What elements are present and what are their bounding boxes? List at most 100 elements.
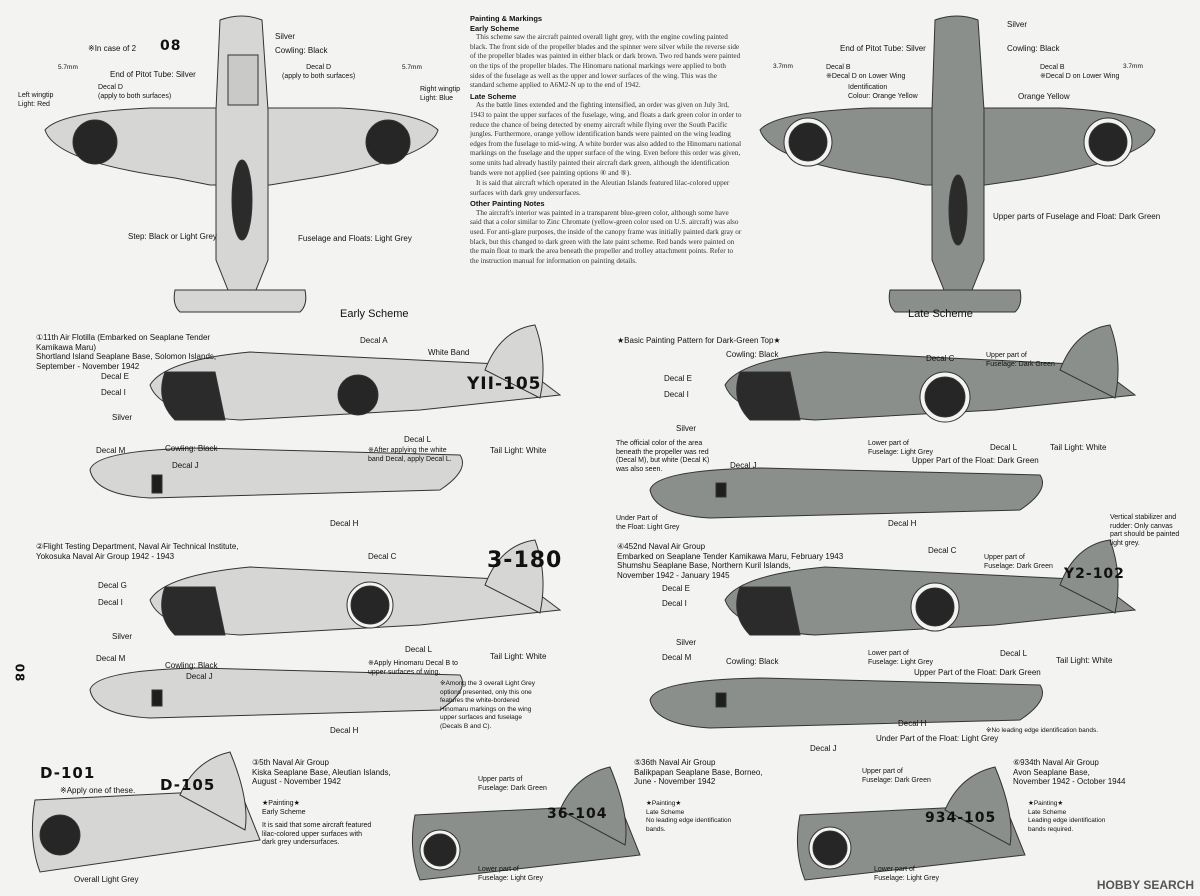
label-decal-d-left: Decal D (apply to both surfaces): [98, 84, 172, 100]
p1-tail-light: Tail Light: White: [490, 446, 547, 455]
p2-silver: Silver: [112, 632, 133, 641]
p7-lower: Lower part of Fuselage: Light Grey: [874, 866, 939, 882]
p6-painting: ★Painting★ Late Scheme No leading edge i…: [646, 800, 732, 833]
label-cowling-late: Cowling: Black: [1007, 44, 1060, 53]
label-decal-b-left: Decal B ※Decal D on Lower Wing: [826, 64, 906, 80]
dim-late-right: 3.7mm: [1123, 63, 1143, 70]
p2-decal-c: Decal C: [368, 552, 397, 561]
p1-decal-h: Decal H: [330, 519, 359, 528]
plan-view-early: [44, 15, 439, 313]
p2-among-note: ※Among the 3 overall Light Grey options …: [440, 680, 536, 730]
label-silver-early: Silver: [275, 32, 296, 41]
p3-cowling: Cowling: Black: [726, 350, 779, 359]
case-code: 08: [160, 38, 182, 54]
profile6-header: ⑤36th Naval Air Group Balikpapan Seaplan…: [634, 758, 763, 786]
p3-lower: Lower part of Fuselage: Light Grey: [868, 440, 933, 456]
label-left-wingtip: Left wingtip Light: Red: [18, 92, 54, 108]
p4-decal-m: Decal M: [662, 653, 692, 662]
p3-decal-l: Decal L: [990, 443, 1018, 452]
p2-apply-note: ※Apply Hinomaru Decal B to upper surface…: [368, 660, 458, 676]
p4-silver: Silver: [676, 638, 697, 647]
late-fuselage: [931, 15, 985, 301]
profile1-code: YII-105: [467, 374, 542, 394]
p1-decal-j: Decal J: [172, 461, 199, 470]
early-float-bar: [231, 159, 253, 241]
p5-overall: Overall Light Grey: [74, 875, 139, 884]
late-hinomaru-right-inner: [1088, 122, 1128, 162]
p1-after-note: ※After applying the white band Decal, ap…: [368, 447, 452, 463]
case-note: ※In case of 2: [88, 44, 137, 53]
notes-early-heading: Early Scheme: [470, 23, 520, 33]
label-cowling-early: Cowling: Black: [275, 46, 328, 55]
notes-early-text: This scheme saw the aircraft painted ove…: [470, 33, 741, 90]
p1-decal-e: Decal E: [101, 372, 130, 381]
label-fuselage-early: Fuselage and Floats: Light Grey: [298, 234, 412, 243]
title-early-scheme: Early Scheme: [340, 308, 409, 320]
p4-cowling: Cowling: Black: [726, 657, 779, 666]
plan-view-late: [759, 15, 1156, 313]
p4-decal-j: Decal J: [810, 744, 837, 753]
profile-art-2: [89, 539, 562, 719]
early-hinomaru-right: [365, 119, 411, 165]
p3-tail-light: Tail Light: White: [1050, 443, 1107, 452]
label-orange: Orange Yellow: [1018, 92, 1070, 101]
notes-late-heading: Late Scheme: [470, 91, 517, 101]
label-upper-late: Upper parts of Fuselage and Float: Dark …: [993, 212, 1161, 221]
notes-heading: Painting & Markings: [470, 14, 543, 23]
profile7-code: 934-105: [925, 810, 997, 826]
p4-decal-c: Decal C: [928, 546, 957, 555]
label-step: Step: Black or Light Grey: [128, 232, 217, 241]
p4-upper-float: Upper Part of the Float: Dark Green: [914, 668, 1041, 677]
p4-decal-l: Decal L: [1000, 649, 1028, 658]
p3-official-note: The official color of the area beneath t…: [616, 440, 710, 473]
p1-decal-i: Decal I: [101, 388, 126, 397]
profile5-code-a: D-101: [40, 764, 96, 782]
early-tailplane: [173, 289, 307, 313]
profile-art-7: [796, 766, 1026, 881]
p1-white-band: White Band: [428, 348, 470, 357]
p3-decal-e: Decal E: [664, 374, 693, 383]
p2-tail-light: Tail Light: White: [490, 652, 547, 661]
p4-decal-h: Decal H: [898, 719, 927, 728]
p2-decal-m: Decal M: [96, 654, 126, 663]
p4-lower: Lower part of Fuselage: Light Grey: [868, 650, 933, 666]
p4-no-edge: ※No leading edge identification bands.: [986, 727, 1099, 734]
p3-upper-float: Upper Part of the Float: Dark Green: [912, 456, 1039, 465]
late-hinomaru-left-inner: [788, 122, 828, 162]
p2-decal-g: Decal G: [98, 581, 127, 590]
p4-decal-i: Decal I: [662, 599, 687, 608]
label-decal-b-right: Decal B ※Decal D on Lower Wing: [1040, 64, 1120, 80]
profile1-header: ①11th Air Flotilla (Embarked on Seaplane…: [36, 333, 217, 371]
p2-decal-j: Decal J: [186, 672, 213, 681]
p5-note: It is said that some aircraft featured l…: [262, 822, 372, 846]
label-right-wingtip: Right wingtip Light: Blue: [420, 86, 461, 102]
p6-upper: Upper parts of Fuselage: Dark Green: [478, 776, 547, 792]
p3-upper: Upper part of Fuselage: Dark Green: [986, 352, 1055, 368]
early-hinomaru-left: [72, 119, 118, 165]
p1-cowling: Cowling: Black: [165, 444, 218, 453]
label-decal-d-right: Decal D (apply to both surfaces): [282, 64, 356, 80]
profile-art-3: [649, 324, 1137, 519]
p1-decal-a: Decal A: [360, 336, 388, 345]
p6-lower: Lower part of Fuselage: Light Grey: [478, 866, 543, 882]
p5-apply-note: ※Apply one of these.: [60, 786, 136, 795]
profile2-header: ②Flight Testing Department, Naval Air Te…: [36, 542, 239, 561]
notes-other-heading: Other Painting Notes: [470, 199, 545, 209]
profile2-side-code: 08: [12, 663, 27, 683]
profile4-code: Y2-102: [1064, 566, 1125, 582]
profile-art-4: [649, 539, 1137, 729]
notes-late-text: As the battle lines extended and the fig…: [470, 101, 742, 177]
label-ident: Identification Colour: Orange Yellow: [848, 84, 918, 100]
p1-decal-m: Decal M: [96, 446, 126, 455]
label-silver-late: Silver: [1007, 20, 1028, 29]
profile-art-1: [89, 324, 562, 499]
p2-cowling: Cowling: Black: [165, 661, 218, 670]
footer-brand: HOBBY SEARCH: [1096, 878, 1194, 892]
p3-decal-h: Decal H: [888, 519, 917, 528]
p4-under-float: Under Part of the Float: Light Grey: [876, 734, 999, 743]
label-pitot-late: End of Pitot Tube: Silver: [840, 44, 926, 53]
profile4-header: ④452nd Naval Air Group Embarked on Seapl…: [617, 542, 844, 580]
profile5-header: ③5th Naval Air Group Kiska Seaplane Base…: [252, 758, 391, 786]
dim-left: 5.7mm: [58, 64, 78, 71]
